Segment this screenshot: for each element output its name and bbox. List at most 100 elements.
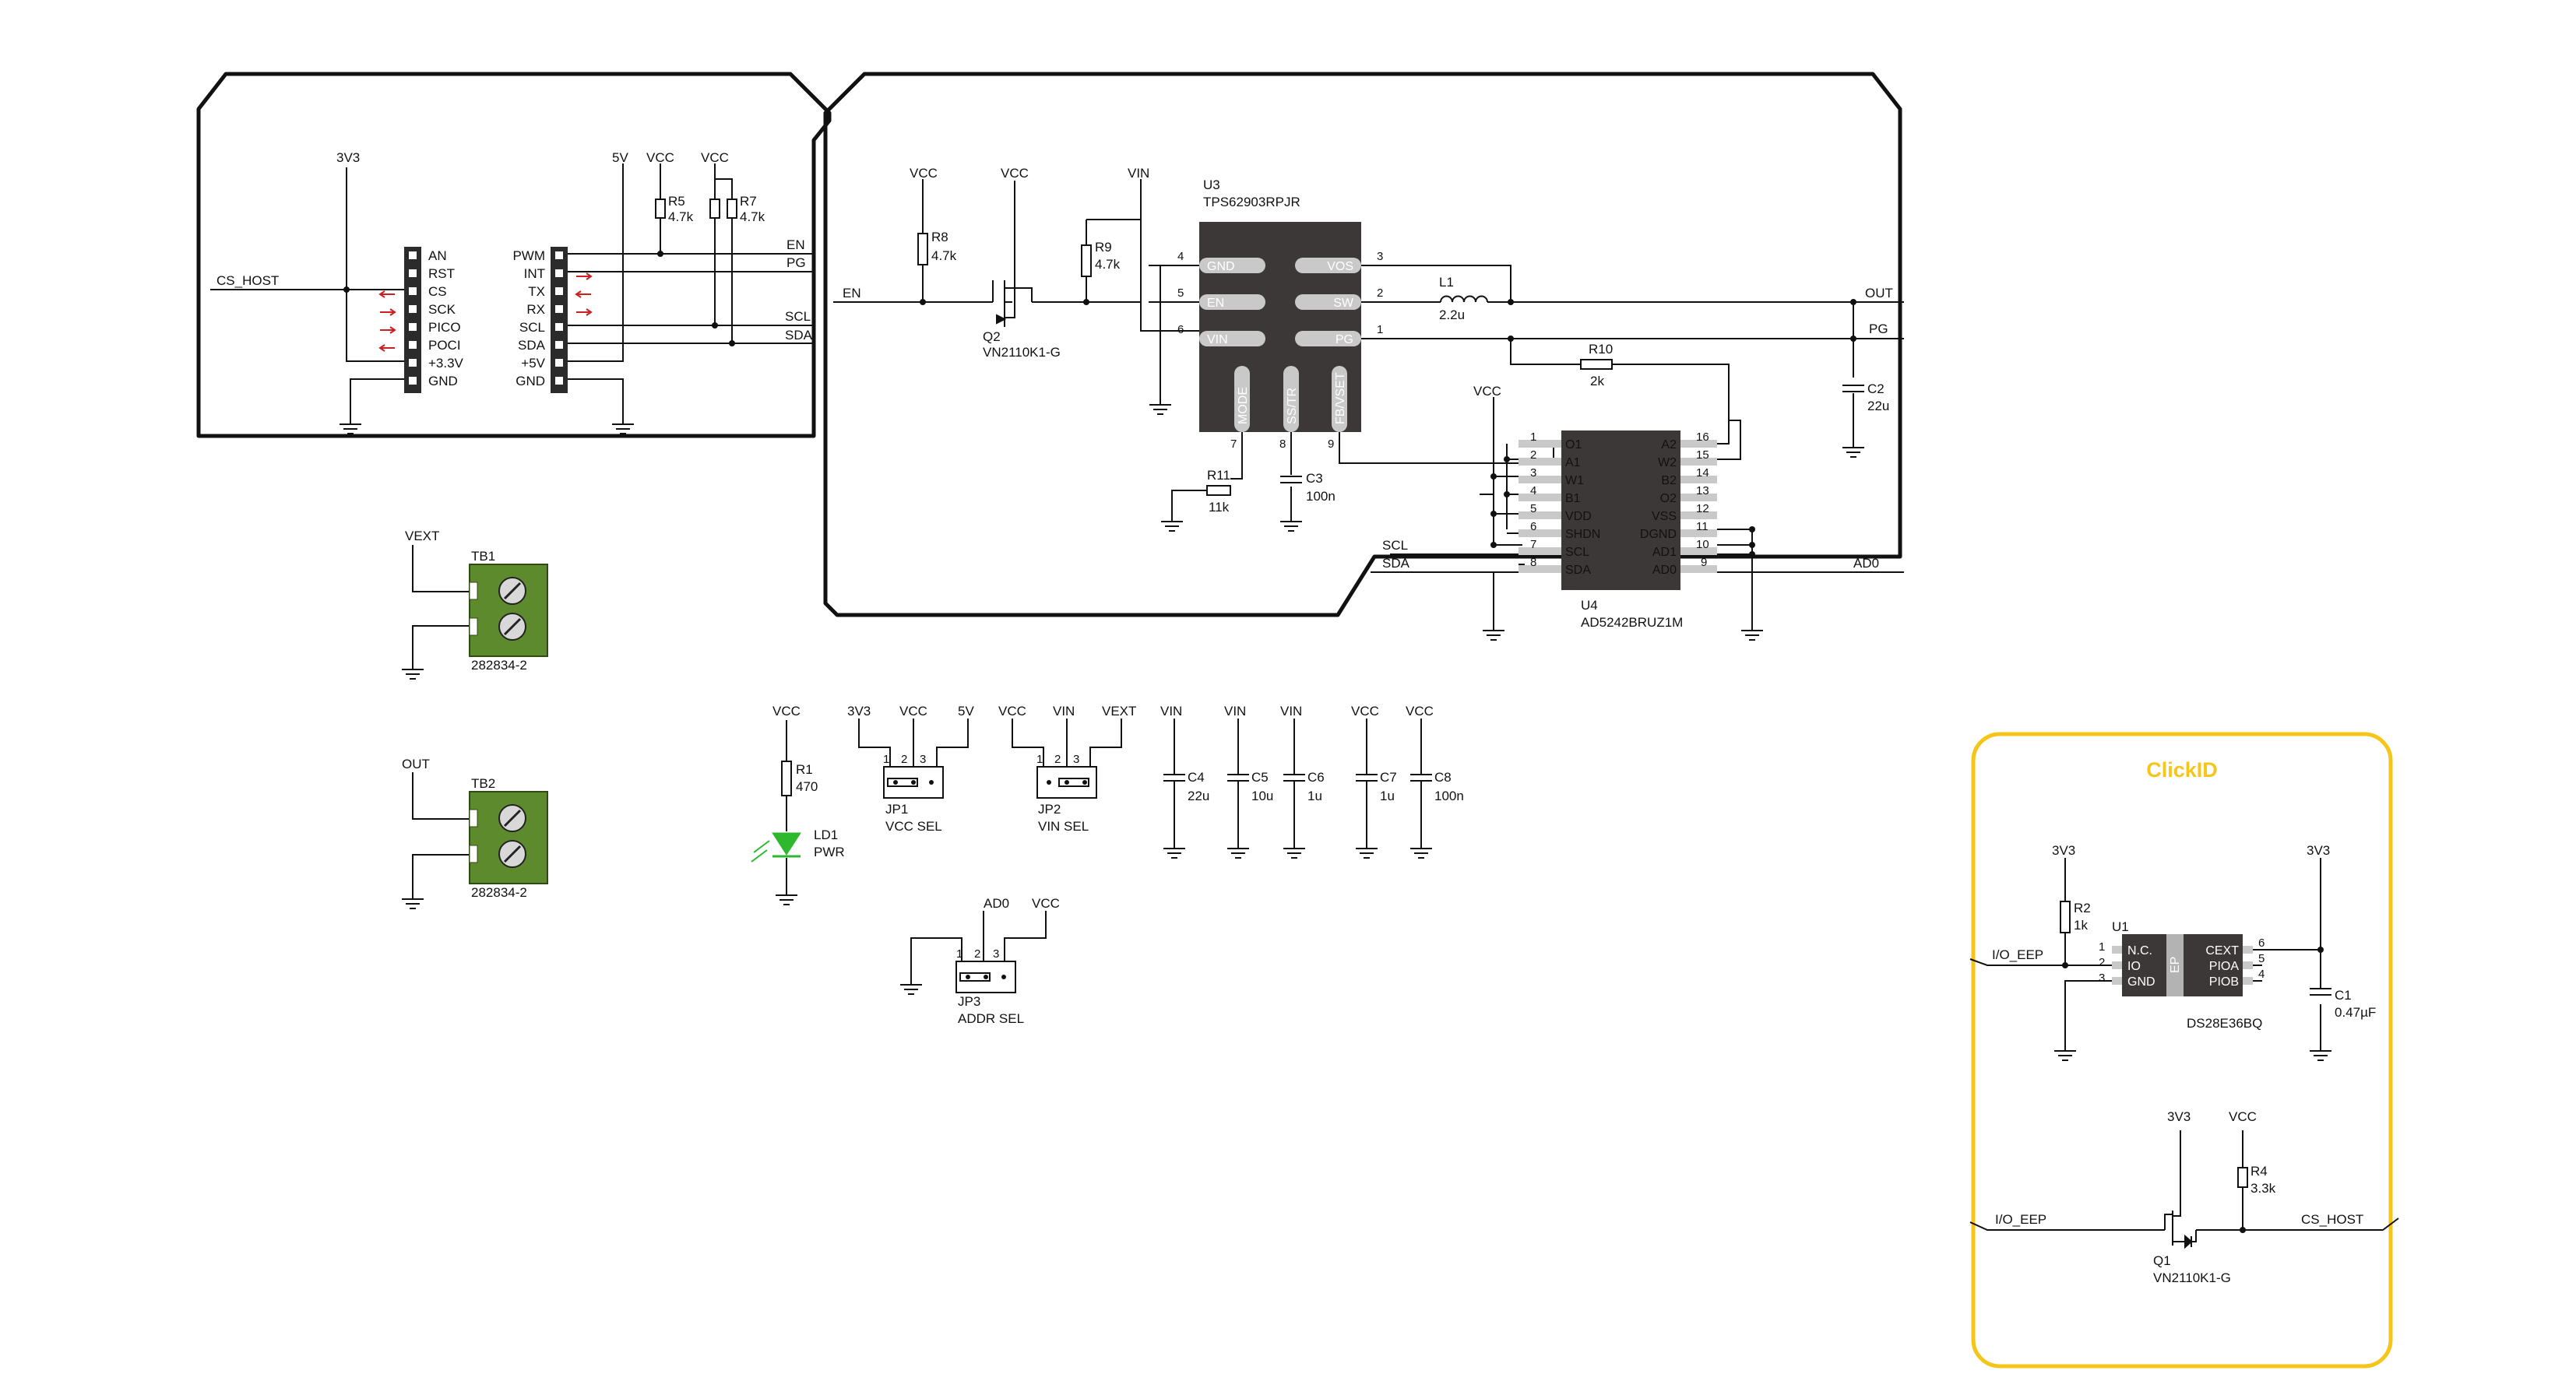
pin-label: +3.3V <box>428 356 464 371</box>
pin-number: 7 <box>1230 437 1237 451</box>
part-label: VN2110K1-G <box>983 345 1061 360</box>
value-label: 100n <box>1306 489 1336 504</box>
pin-number: 2 <box>1530 448 1536 462</box>
decoupling-capacitors <box>1163 719 1432 859</box>
ref-label: R4 <box>2250 1164 2268 1179</box>
value-label: 1u <box>1307 789 1322 803</box>
ic-pin-name: SHDN <box>1565 528 1600 541</box>
pin-label: RX <box>526 302 545 317</box>
value-label: 3.3k <box>2250 1181 2276 1196</box>
net-label: VIN <box>1053 704 1075 719</box>
part-label: TPS62903RPJR <box>1203 195 1300 209</box>
pin-number: 15 <box>1696 448 1709 462</box>
pin-number: 5 <box>1177 286 1184 300</box>
ic-pin-name: O1 <box>1565 438 1582 452</box>
pin-number: 4 <box>1530 484 1536 497</box>
pin-number: 13 <box>1696 484 1709 497</box>
pin-number: 14 <box>1696 466 1709 480</box>
value-label: 2.2u <box>1439 307 1465 322</box>
resistor-r2 <box>2060 901 2071 933</box>
pin-number: 4 <box>1177 250 1184 263</box>
net-label: VIN <box>1224 704 1246 719</box>
ground-symbol <box>2054 1050 2331 1061</box>
net-label: VEXT <box>1102 704 1136 719</box>
net-label: VEXT <box>405 529 439 543</box>
junction-dots <box>343 251 735 346</box>
pin-number: 7 <box>1530 538 1536 551</box>
net-label: CS_HOST <box>2301 1212 2363 1227</box>
net-label: VCC <box>910 166 938 181</box>
pin-label: CS <box>428 284 447 299</box>
value-label: 4.7k <box>931 248 957 263</box>
ic-pin-name: A1 <box>1565 456 1581 469</box>
net-label: EN <box>843 286 861 300</box>
jumper-jp1 <box>858 719 969 799</box>
ref-label: C2 <box>1867 381 1884 396</box>
ic-pin-name: AD0 <box>1652 564 1677 577</box>
pin-number: 1 <box>1036 753 1043 766</box>
ic-u1: N.C. IO GND CEXT PIOA PIOB EP <box>2112 934 2253 996</box>
ic-pin-name: SDA <box>1565 564 1591 577</box>
net-label: 3V3 <box>2167 1109 2191 1124</box>
net-label: 3V3 <box>847 704 871 719</box>
ref-label: C7 <box>1380 770 1397 785</box>
value-label: 11k <box>1209 500 1230 515</box>
ref-label: LD1 <box>814 828 838 842</box>
ref-label: JP3 <box>958 994 980 1009</box>
section-outline-connector <box>196 72 832 438</box>
pin-number: 1 <box>1377 323 1383 336</box>
part-label: VN2110K1-G <box>2153 1270 2231 1285</box>
pin-number: 11 <box>1696 520 1709 533</box>
net-label: 3V3 <box>336 150 360 165</box>
net-label: AD0 <box>984 896 1009 911</box>
ic-pin-name: GND <box>1207 260 1235 273</box>
net-label: I/O_EEP <box>1992 947 2043 962</box>
regulator-wiring <box>833 179 1904 631</box>
pin-number: 2 <box>1054 753 1061 766</box>
ic-pin-name: VDD <box>1565 510 1592 523</box>
net-label: 3V3 <box>2052 843 2075 858</box>
ic-pin-name: A2 <box>1661 438 1677 452</box>
resistor-r10 <box>1580 359 1613 370</box>
net-label: OUT <box>1865 286 1893 300</box>
ref-label: L1 <box>1439 275 1454 290</box>
ref-label: U1 <box>2112 919 2129 934</box>
ic-pin-name: VSS <box>1652 510 1677 523</box>
ic-pin-name: PIOB <box>2209 975 2239 989</box>
ref-label: C6 <box>1307 770 1325 785</box>
ic-pin-name: DGND <box>1640 528 1677 541</box>
ic-pin-name: SCL <box>1565 546 1589 559</box>
ref-label: Q2 <box>983 329 1001 344</box>
ground-symbol <box>1149 404 1864 641</box>
net-label: VCC <box>1406 704 1434 719</box>
resistor-r8 <box>917 233 928 265</box>
pin-label: AN <box>428 248 447 263</box>
net-label: I/O_EEP <box>1995 1212 2046 1227</box>
net-label: VCC <box>1351 704 1379 719</box>
ref-label: C4 <box>1188 770 1205 785</box>
net-label: PG <box>787 255 806 270</box>
part-label: 282834-2 <box>471 658 527 673</box>
inductor-l1 <box>1440 295 1488 303</box>
section-outline-regulator <box>823 72 1902 617</box>
value-label: 4.7k <box>1095 257 1121 272</box>
resistor-r4 <box>2237 1167 2248 1188</box>
net-label: VIN <box>1128 166 1149 181</box>
pin-number: 1 <box>2099 940 2105 954</box>
net-label: SCL <box>785 309 811 324</box>
pin-label: RST <box>428 266 455 281</box>
ic-u4: O1 A1 W1 B1 VDD SHDN SCL SDA A2 W2 B2 O2… <box>1519 430 1717 590</box>
clickid-frame <box>1971 732 2393 1369</box>
ic-pin-name: W2 <box>1658 456 1677 469</box>
ref-label: TB2 <box>471 776 495 791</box>
value-label: 0.47µF <box>2335 1005 2376 1020</box>
mikrobus-connector: AN RST CS SCK PICO POCI +3.3V GND PWM IN… <box>378 247 593 393</box>
ref-label: R9 <box>1095 240 1112 255</box>
net-label: VCC <box>1473 384 1501 399</box>
value-label: 22u <box>1867 399 1889 413</box>
value-label: 4.7k <box>740 209 765 224</box>
pin-number: 1 <box>883 753 889 766</box>
pin-number: 3 <box>1377 250 1383 263</box>
value-label: 100n <box>1434 789 1464 803</box>
mosfet-q2 <box>992 280 1033 327</box>
